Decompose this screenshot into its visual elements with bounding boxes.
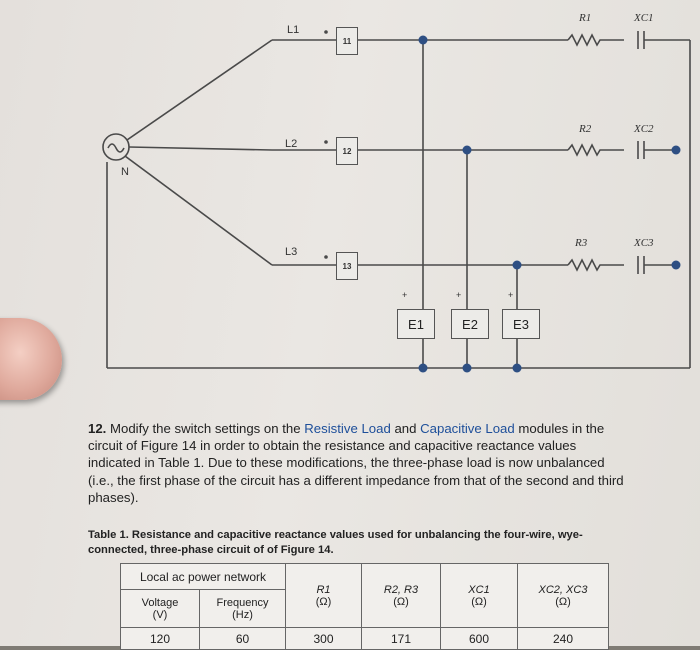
node-n1 [418, 363, 428, 373]
voltage-unit: (V) [152, 608, 168, 621]
meter-e2-plus: + [456, 290, 462, 300]
r1-header: R1 [316, 583, 331, 596]
xc1-header: XC1 [468, 583, 490, 596]
xc23-value: 240 [517, 627, 609, 650]
r1-unit: (Ω) [315, 595, 332, 608]
step-text-after: modules in the circuit of Figure 14 in o… [88, 421, 624, 505]
r23-header: R2, R3 [383, 583, 419, 596]
neutral-label: N [121, 166, 129, 178]
table-caption: Table 1. Resistance and capacitive react… [88, 529, 583, 556]
fuse-13: 13 [336, 252, 358, 280]
xc1-value: 600 [440, 627, 518, 650]
r23-unit: (Ω) [393, 595, 409, 608]
meter-e1-plus: + [402, 290, 408, 300]
resistive-load-link[interactable]: Resistive Load [304, 421, 391, 436]
meter-e1: E1 [397, 309, 435, 339]
frequency-header-cell: Frequency(Hz) [199, 589, 286, 628]
node-l2 [462, 145, 472, 155]
step-number: 12. [88, 421, 107, 436]
r1-header-cell: R1(Ω) [285, 563, 362, 628]
frequency-unit: (Hz) [232, 608, 253, 621]
step-12-text: 12. Modify the switch settings on the Re… [88, 420, 628, 506]
voltage-header: Voltage [141, 596, 179, 609]
step-and-word: and [394, 421, 417, 436]
node-n2 [462, 363, 472, 373]
capacitor-label-xc2: XC2 [634, 123, 654, 135]
fuse-11: 11 [336, 27, 358, 55]
fuse-12: 12 [336, 137, 358, 165]
finger-photo-artifact [0, 318, 62, 400]
xc23-unit: (Ω) [555, 595, 571, 608]
xc23-header-cell: XC2, XC3(Ω) [517, 563, 609, 628]
frequency-header: Frequency [216, 596, 269, 609]
r23-value: 171 [361, 627, 441, 650]
r23-header-cell: R2, R3(Ω) [361, 563, 441, 628]
meter-e2: E2 [451, 309, 489, 339]
meter-e3: E3 [502, 309, 540, 339]
line-label-l3: L3 [285, 246, 298, 258]
group-header: Local ac power network [139, 569, 267, 584]
node-n3 [512, 363, 522, 373]
node-l3 [512, 260, 522, 270]
capacitor-label-xc3: XC3 [634, 237, 654, 249]
capacitor-label-xc1: XC1 [634, 12, 654, 24]
step-text-before: Modify the switch settings on the [110, 421, 301, 436]
voltage-value: 120 [120, 627, 200, 650]
node-l1 [418, 35, 428, 45]
capacitive-load-link[interactable]: Capacitive Load [420, 421, 515, 436]
xc1-unit: (Ω) [471, 595, 487, 608]
frequency-value: 60 [199, 627, 286, 650]
circuit-diagram [102, 30, 691, 373]
voltage-header-cell: Voltage(V) [120, 589, 200, 628]
values-table: Local ac power network R1(Ω) R2, R3(Ω) X… [120, 563, 609, 650]
meter-e3-plus: + [508, 290, 514, 300]
line-label-l2: L2 [285, 138, 298, 150]
node-r2 [671, 145, 681, 155]
resistor-label-r3: R3 [575, 237, 588, 249]
group-header-cell: Local ac power network [120, 563, 286, 590]
xc23-header: XC2, XC3 [538, 583, 588, 596]
xc1-header-cell: XC1(Ω) [440, 563, 518, 628]
resistor-label-r2: R2 [579, 123, 592, 135]
node-r3 [671, 260, 681, 270]
r1-value: 300 [285, 627, 362, 650]
line-label-l1: L1 [287, 24, 300, 36]
resistor-label-r1: R1 [579, 12, 592, 24]
